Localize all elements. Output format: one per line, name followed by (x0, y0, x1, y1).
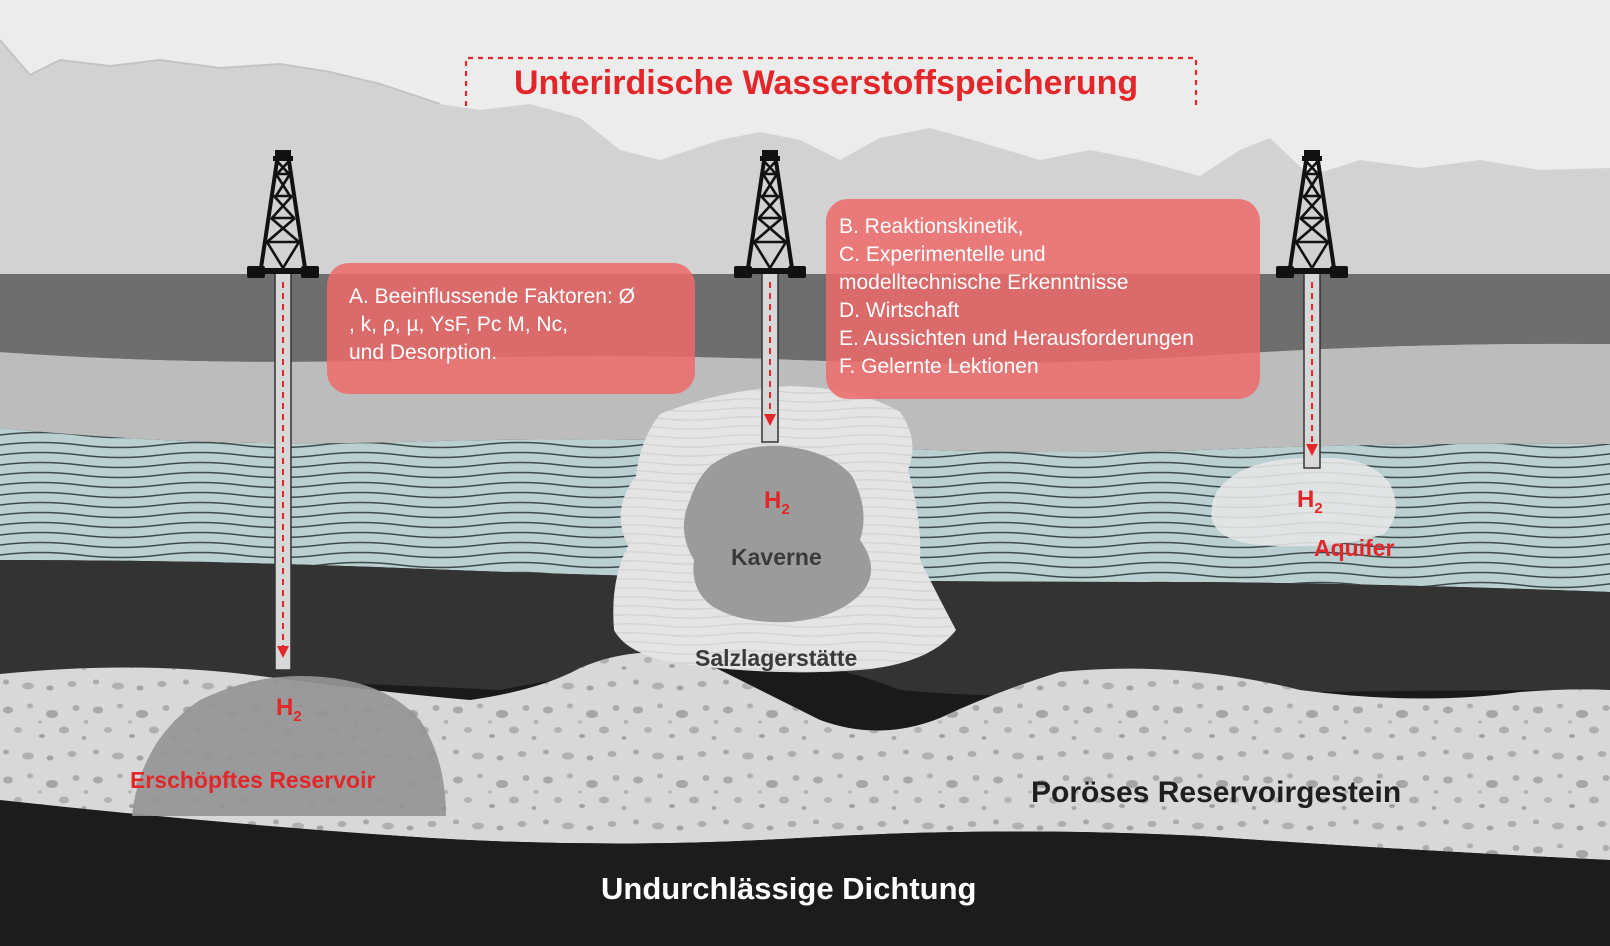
info-box-line: A. Beeinflussende Faktoren: Ø (349, 285, 635, 308)
label-aquifer: Aquifer (1314, 535, 1395, 561)
info-box-line: , k, ρ, µ, YsF, Pc M, Nc, (349, 313, 568, 336)
title-bracket (464, 56, 1198, 106)
info-box-line: C. Experimentelle und (839, 243, 1046, 266)
h2-label-cavern: H2 (764, 487, 790, 518)
label-seal: Undurchlässige Dichtung (601, 871, 977, 906)
info-box-line: und Desorption. (349, 341, 498, 364)
info-box-line: D. Wirtschaft (839, 299, 960, 322)
label-salt-deposit: Salzlagerstätte (695, 645, 858, 671)
info-box-topics: B. Reaktionskinetik, C. Experimentelle u… (826, 199, 1260, 399)
info-box-line: E. Aussichten und Herausforderungen (839, 327, 1194, 350)
label-cavern: Kaverne (731, 544, 822, 570)
info-box-line: B. Reaktionskinetik, (839, 215, 1024, 238)
info-box-influencing-factors: A. Beeinflussende Faktoren: Ø , k, ρ, µ,… (327, 263, 695, 394)
info-box-line: modelltechnische Erkenntnisse (839, 271, 1129, 294)
h2-label-reservoir: H2 (276, 694, 302, 725)
label-depleted-reservoir: Erschöpftes Reservoir (130, 767, 376, 793)
h2-label-aquifer: H2 (1297, 486, 1323, 517)
label-porous-rock: Poröses Reservoirgestein (1031, 776, 1402, 809)
diagram-title: Unterirdische Wasserstoffspeicherung (514, 64, 1139, 102)
info-box-line: F. Gelernte Lektionen (839, 355, 1039, 378)
